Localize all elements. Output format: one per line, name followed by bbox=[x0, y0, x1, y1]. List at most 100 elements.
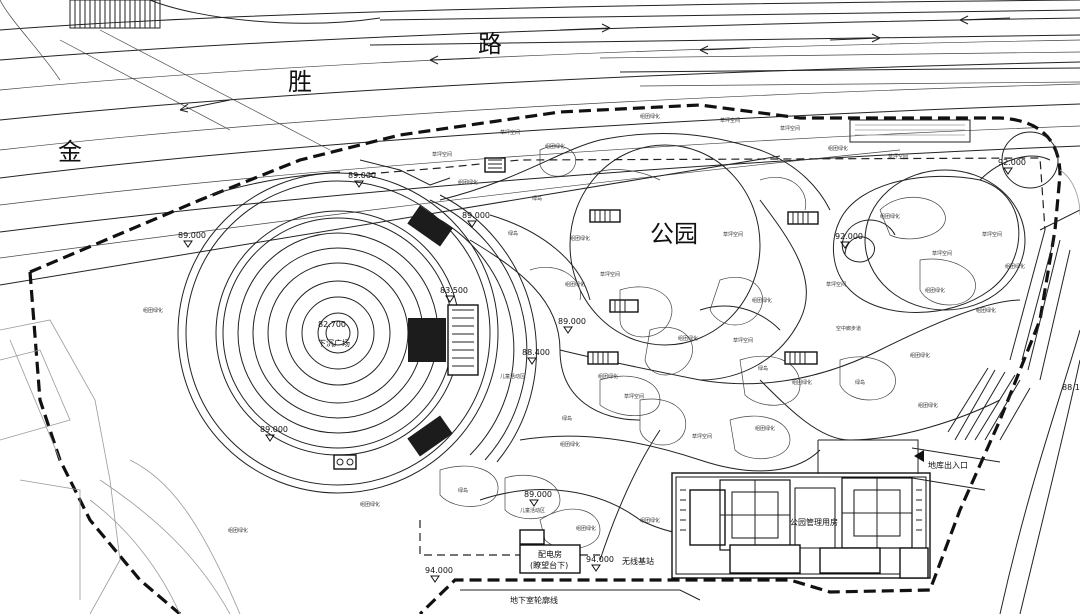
svg-text:草坪空间: 草坪空间 bbox=[982, 231, 1002, 238]
park-paths bbox=[439, 132, 1051, 561]
svg-text:组团绿化: 组团绿化 bbox=[640, 517, 660, 524]
svg-text:儿童活动区: 儿童活动区 bbox=[520, 507, 545, 514]
svg-text:绿岛: 绿岛 bbox=[562, 415, 572, 422]
svg-text:草坪空间: 草坪空间 bbox=[600, 271, 620, 278]
road-char-2: 胜 bbox=[288, 68, 312, 96]
svg-text:草坪空间: 草坪空间 bbox=[780, 125, 800, 132]
park-title: 公园 bbox=[650, 220, 698, 248]
svg-text:组团绿化: 组团绿化 bbox=[560, 441, 580, 448]
pavilions bbox=[484, 157, 819, 365]
elevation-marker: 88.400 bbox=[522, 348, 550, 365]
svg-text:94.000: 94.000 bbox=[586, 555, 614, 564]
road-char-3: 路 bbox=[478, 30, 502, 58]
plaza-stairs bbox=[407, 205, 479, 457]
elevation-marker: 89.000 bbox=[558, 317, 586, 334]
svg-text:组团绿化: 组团绿化 bbox=[228, 527, 248, 534]
inner-dashed-line bbox=[354, 157, 1046, 231]
svg-text:组团绿化: 组团绿化 bbox=[640, 113, 660, 120]
svg-text:89.000: 89.000 bbox=[524, 490, 552, 499]
power-room-sublabel: (瞭望台下) bbox=[530, 560, 568, 570]
elevation-marker: 82.700 bbox=[318, 320, 346, 329]
svg-text:草坪空间: 草坪空间 bbox=[624, 393, 644, 400]
svg-text:89.000: 89.000 bbox=[558, 317, 586, 326]
underground-outline: 地下室轮廓线 bbox=[460, 589, 701, 605]
svg-text:草坪空间: 草坪空间 bbox=[723, 231, 743, 238]
power-room-label: 配电房 bbox=[538, 549, 562, 559]
elevation-marker: 92.000 bbox=[998, 158, 1026, 175]
elevation-marker: 94.000 bbox=[425, 566, 453, 583]
svg-text:草坪空间: 草坪空间 bbox=[692, 433, 712, 440]
elevation-marker: 88.1 bbox=[1062, 383, 1080, 392]
svg-text:草坪空间: 草坪空间 bbox=[932, 250, 952, 257]
management-label: 公园管理用房 bbox=[790, 517, 838, 527]
pavilion-3 bbox=[609, 299, 639, 313]
svg-text:92.000: 92.000 bbox=[835, 232, 863, 241]
svg-text:88.400: 88.400 bbox=[522, 348, 550, 357]
sunken-plaza-label: 下沉广场 bbox=[318, 338, 350, 348]
svg-text:82.700: 82.700 bbox=[318, 320, 346, 329]
svg-text:儿童活动区: 儿童活动区 bbox=[500, 373, 525, 380]
sunken-plaza: 下沉广场 bbox=[177, 172, 537, 494]
elevation-markers: 89.000 89.000 89.000 83.500 82.700 89.00… bbox=[178, 158, 1080, 583]
svg-text:绿岛: 绿岛 bbox=[758, 365, 768, 372]
crosswalk bbox=[69, 0, 161, 29]
svg-text:组团绿化: 组团绿化 bbox=[143, 307, 163, 314]
svg-text:组团绿化: 组团绿化 bbox=[360, 501, 380, 508]
svg-text:绿岛: 绿岛 bbox=[532, 195, 542, 202]
management-building: 公园管理用房 bbox=[671, 439, 931, 579]
svg-text:组团绿化: 组团绿化 bbox=[792, 379, 812, 386]
entrance-structure bbox=[209, 159, 451, 196]
svg-text:组团绿化: 组团绿化 bbox=[1005, 263, 1025, 270]
svg-text:组团绿化: 组团绿化 bbox=[752, 297, 772, 304]
road-char-1: 金 bbox=[58, 138, 82, 166]
power-room: 配电房 (瞭望台下) bbox=[519, 529, 581, 574]
underground-label: 地下室轮廓线 bbox=[510, 595, 558, 605]
svg-text:草坪空间: 草坪空间 bbox=[733, 337, 753, 344]
svg-text:组团绿化: 组团绿化 bbox=[925, 287, 945, 294]
road-name: 金 胜 路 bbox=[58, 30, 502, 166]
pavilion-5 bbox=[784, 351, 818, 365]
svg-text:空中廊步道: 空中廊步道 bbox=[836, 325, 861, 332]
elevation-marker: 89.000 bbox=[462, 211, 490, 228]
svg-text:组团绿化: 组团绿化 bbox=[976, 307, 996, 314]
svg-text:草坪空间: 草坪空间 bbox=[826, 281, 846, 288]
svg-text:94.000: 94.000 bbox=[425, 566, 453, 575]
svg-text:绿岛: 绿岛 bbox=[508, 230, 518, 237]
svg-text:组团绿化: 组团绿化 bbox=[576, 525, 596, 532]
svg-text:草坪空间: 草坪空间 bbox=[432, 151, 452, 158]
svg-text:草坪空间: 草坪空间 bbox=[888, 153, 908, 160]
svg-text:组团绿化: 组团绿化 bbox=[570, 235, 590, 242]
svg-text:组团绿化: 组团绿化 bbox=[918, 402, 938, 409]
svg-text:组团绿化: 组团绿化 bbox=[880, 213, 900, 220]
svg-text:89.000: 89.000 bbox=[462, 211, 490, 220]
garage-entrance: 地库出入口 bbox=[911, 447, 1001, 491]
svg-text:89.000: 89.000 bbox=[260, 425, 288, 434]
svg-text:组团绿化: 组团绿化 bbox=[458, 179, 478, 186]
svg-text:组团绿化: 组团绿化 bbox=[678, 335, 698, 342]
svg-text:组团绿化: 组团绿化 bbox=[755, 425, 775, 432]
svg-text:89.000: 89.000 bbox=[178, 231, 206, 240]
svg-text:组团绿化: 组团绿化 bbox=[545, 143, 565, 150]
garage-exit-label: 地库出入口 bbox=[928, 460, 968, 470]
right-strip bbox=[849, 119, 1080, 614]
svg-text:绿岛: 绿岛 bbox=[458, 487, 468, 494]
kiosk-icon bbox=[333, 454, 357, 470]
elevation-marker: 89.000 bbox=[260, 425, 288, 442]
elevation-marker: 83.500 bbox=[440, 286, 468, 303]
svg-text:草坪空间: 草坪空间 bbox=[500, 129, 520, 136]
elevation-marker: 92.000 bbox=[835, 232, 863, 249]
svg-text:92.000: 92.000 bbox=[998, 158, 1026, 167]
svg-text:组团绿化: 组团绿化 bbox=[565, 281, 585, 288]
elevation-marker: 89.000 bbox=[178, 231, 206, 248]
base-station-label: 无线基站 bbox=[622, 556, 654, 566]
elevation-marker: 94.000 bbox=[586, 555, 614, 572]
area-notes: 草坪空间 组团绿化 草坪空间 组团绿化 绿岛 绿岛 组团绿化 组团绿化 草坪空间… bbox=[143, 113, 1025, 534]
svg-text:组团绿化: 组团绿化 bbox=[910, 352, 930, 359]
svg-text:89.000: 89.000 bbox=[348, 171, 376, 180]
elevation-marker: 89.000 bbox=[348, 171, 376, 188]
svg-text:83.500: 83.500 bbox=[440, 286, 468, 295]
road-lanes bbox=[0, 0, 1080, 286]
parking-rows bbox=[947, 367, 1031, 441]
svg-text:草坪空间: 草坪空间 bbox=[720, 117, 740, 124]
